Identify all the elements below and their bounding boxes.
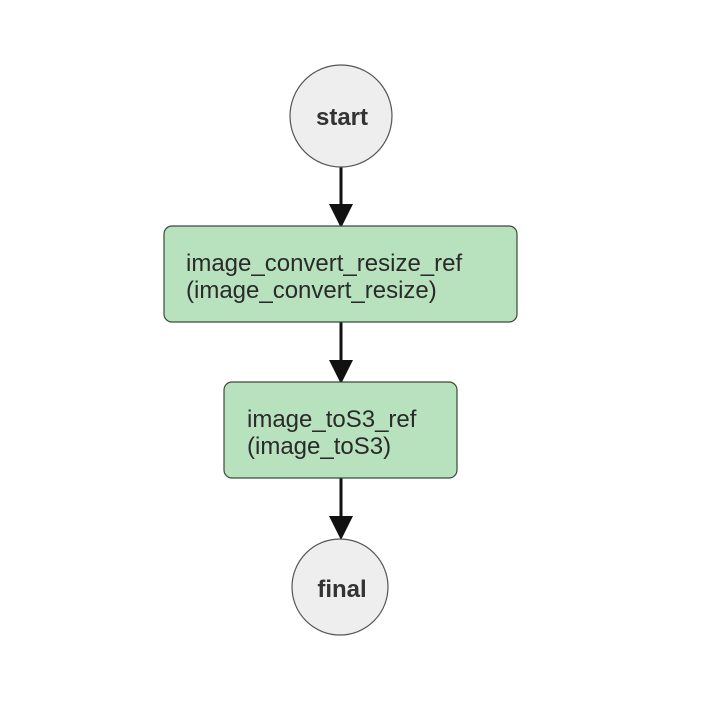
task-node-image-tos3[interactable]: image_toS3_ref (image_toS3) — [223, 381, 458, 479]
task-ref-label: image_toS3_ref — [247, 406, 417, 433]
task-name-label: (image_toS3) — [247, 433, 391, 460]
edge-convert-to-tos3 — [329, 322, 353, 384]
task-box — [223, 381, 458, 479]
start-node[interactable]: start — [289, 64, 393, 168]
edge-start-to-convert — [329, 166, 353, 228]
task-node-image-convert-resize[interactable]: image_convert_resize_ref (image_convert_… — [163, 225, 518, 323]
final-node[interactable]: final — [291, 538, 389, 636]
task-ref-label: image_convert_resize_ref — [186, 250, 462, 277]
edge-tos3-to-final — [329, 478, 353, 540]
final-node-label: final — [317, 576, 366, 603]
task-name-label: (image_convert_resize) — [186, 277, 437, 304]
task-box — [163, 225, 518, 323]
start-node-label: start — [316, 104, 368, 131]
